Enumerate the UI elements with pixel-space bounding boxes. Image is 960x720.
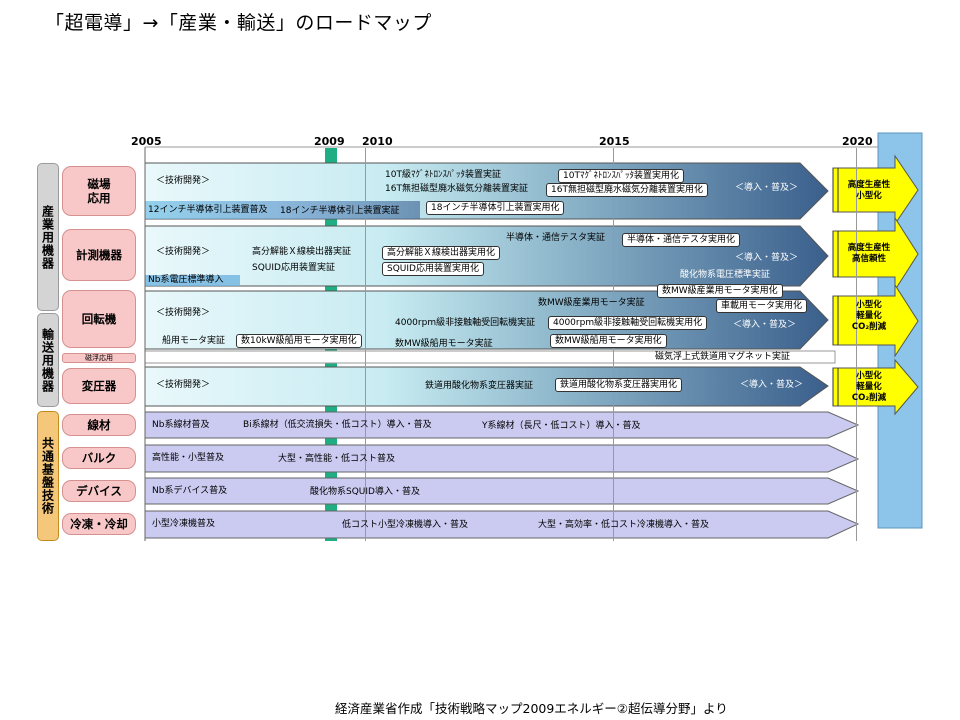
rotary-t0: 数MW級産業用モータ実証 [538, 298, 645, 308]
magnet-intro: ＜導入・普及＞ [735, 183, 799, 193]
cat-wire: 線材 [62, 414, 136, 436]
magnet-b2: 16T無担磁型廃水磁気分離装置実用化 [546, 183, 708, 197]
measure-outcome: 高度生産性 高信頼性 [847, 243, 891, 264]
magnet-t1: 10T級ﾏｸﾞﾈﾄﾛﾝｽﾊﾟｯﾀ装置実証 [385, 170, 501, 180]
cat-rotary: 回転機 [62, 290, 136, 348]
measure-b2: 高分解能Ｘ線検出器実用化 [382, 246, 501, 260]
transformer-intro: ＜導入・普及＞ [740, 380, 804, 390]
magnet-t3: 12インチ半導体引上装置普及 [148, 205, 268, 215]
transformer-outcome: 小型化 軽量化 CO₂削減 [851, 371, 887, 403]
device-t2: 酸化物系SQUID導入・普及 [310, 487, 420, 497]
group-industry: 産業用機器 [37, 163, 59, 311]
year-2009: 2009 [314, 135, 345, 148]
year-2005: 2005 [131, 135, 162, 148]
source-note: 経済産業省作成「技術戦略マップ2009エネルギー②超伝導分野」より [335, 701, 728, 716]
arrow-device [144, 477, 860, 505]
bulk-t2: 大型・高性能・低コスト普及 [278, 454, 396, 464]
cooling-t1: 小型冷凍機普及 [152, 519, 216, 529]
rotary-b4: 数MW級船用モータ実用化 [550, 334, 667, 348]
rotary-t4: 数MW級船用モータ実証 [395, 339, 493, 349]
group-common: 共通基盤技術 [37, 411, 59, 541]
measure-t5: Nb系電圧標準導入 [148, 275, 224, 285]
cat-magnet: 磁場 応用 [62, 166, 136, 216]
magnet-b3: 18インチ半導体引上装置実用化 [426, 201, 565, 215]
rotary-dev: ＜技術開発＞ [156, 308, 211, 318]
transformer-dev: ＜技術開発＞ [156, 380, 211, 390]
arrow-measure-low [145, 275, 240, 286]
magnet-outcome: 高度生産性 小型化 [847, 180, 891, 201]
maglev-t5: 磁気浮上式鉄道用マグネット実証 [655, 352, 791, 362]
rotary-b0: 数MW級産業用モータ実用化 [657, 284, 783, 298]
rotary-b2: 4000rpm級非接触軸受回転機実用化 [548, 316, 708, 330]
arrow-cooling [144, 510, 860, 539]
rotary-intro: ＜導入・普及＞ [733, 320, 797, 330]
cooling-t2: 低コスト小型冷凍機導入・普及 [342, 520, 469, 530]
wire-t2: Bi系線材（低交流損失・低コスト）導入・普及 [243, 420, 432, 430]
cat-maglev: 磁浮応用 [62, 353, 136, 363]
gridline-2020 [856, 148, 857, 541]
arrow-magnet-low [145, 201, 420, 219]
magnet-t4: 18インチ半導体引上装置実証 [280, 206, 400, 216]
group-transport: 輸送用機器 [37, 313, 59, 407]
wire-t1: Nb系線材普及 [152, 420, 210, 430]
arrow-bulk [144, 444, 860, 473]
year-2015: 2015 [599, 135, 630, 148]
magnet-dev: ＜技術開発＞ [156, 176, 211, 186]
cooling-t3: 大型・高効率・低コスト冷凍機導入・普及 [538, 520, 710, 530]
rotary-b1: 車載用モータ実用化 [716, 299, 808, 313]
cat-cooling: 冷凍・冷却 [62, 513, 136, 535]
rotary-t2: 4000rpm級非接触軸受回転機実証 [395, 318, 536, 328]
magnet-t2: 16T無担磁型廃水磁気分離装置実証 [385, 184, 528, 194]
measure-t3: SQUID応用装置実証 [252, 263, 335, 273]
device-t1: Nb系デバイス普及 [152, 486, 228, 496]
measure-b1: 半導体・通信テスタ実用化 [622, 233, 741, 247]
rotary-b3: 数10kW級船用モータ実用化 [236, 334, 362, 348]
page-title: 「超電導」→「産業・輸送」のロードマップ [45, 12, 432, 34]
yellow-arrows [832, 154, 919, 416]
measure-b3: SQUID応用装置実用化 [382, 262, 484, 276]
rotary-outcome: 小型化 軽量化 CO₂削減 [851, 300, 887, 332]
cat-measure: 計測機器 [62, 229, 136, 281]
measure-intro: ＜導入・普及＞ [735, 253, 799, 263]
wire-t3: Y系線材（長尺・低コスト）導入・普及 [482, 421, 641, 431]
year-2010: 2010 [362, 135, 393, 148]
rotary-t3: 船用モータ実証 [162, 336, 226, 346]
magnet-b1: 10Tﾏｸﾞﾈﾄﾛﾝｽﾊﾟｯﾀ装置実用化 [558, 169, 684, 183]
gridline-2010 [365, 148, 366, 541]
measure-t2: 高分解能Ｘ線検出器実証 [252, 247, 352, 257]
cat-transformer: 変圧器 [62, 368, 136, 404]
transformer-t1: 鉄道用酸化物系変圧器実証 [425, 381, 534, 391]
transformer-b1: 鉄道用酸化物系変圧器実用化 [555, 378, 683, 392]
measure-t1: 半導体・通信テスタ実証 [506, 233, 606, 243]
year-2020: 2020 [842, 135, 873, 148]
cat-device: デバイス [62, 480, 136, 502]
bulk-t1: 高性能・小型普及 [152, 453, 225, 463]
cat-bulk: バルク [62, 447, 136, 469]
measure-dev: ＜技術開発＞ [156, 247, 211, 257]
measure-t4: 酸化物系電圧標準実証 [680, 270, 771, 280]
